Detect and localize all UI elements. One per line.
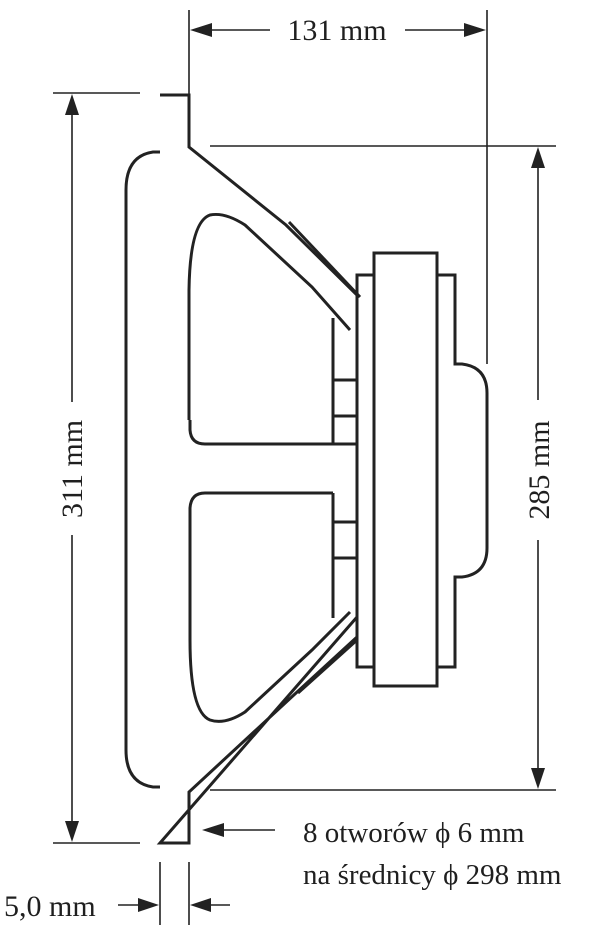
arrow-right-icon bbox=[464, 23, 486, 37]
arrow-left-icon bbox=[190, 23, 212, 37]
arrow-down-icon bbox=[65, 821, 79, 842]
upper-spoke bbox=[287, 220, 362, 299]
lower-spoke bbox=[296, 638, 359, 695]
arrow-right-icon bbox=[138, 898, 159, 912]
arrow-left-icon bbox=[202, 823, 224, 837]
flange-thickness-label: 5,0 mm bbox=[4, 890, 96, 923]
arrow-left-icon bbox=[190, 898, 211, 912]
upper-window-bottom bbox=[188, 420, 333, 446]
dimension-outer-height: 311 mm bbox=[53, 92, 140, 844]
arrow-down-icon bbox=[531, 768, 545, 789]
depth-label: 131 mm bbox=[287, 14, 386, 47]
holes-note-line2: na średnicy ϕ 298 mm bbox=[303, 859, 562, 891]
upper-frame-window bbox=[187, 213, 352, 421]
mounting-flange bbox=[156, 93, 359, 845]
mounting-holes-note: 8 otworów ϕ 6 mm na średnicy ϕ 298 mm bbox=[202, 817, 562, 891]
holes-note-line1: 8 otworów ϕ 6 mm bbox=[303, 817, 525, 849]
dimension-flange-thickness: 5,0 mm bbox=[4, 862, 230, 925]
front-plate bbox=[355, 273, 376, 669]
cone-front-surround bbox=[124, 150, 160, 789]
magnet bbox=[372, 251, 439, 688]
outer-height-label: 311 mm bbox=[56, 420, 89, 518]
mounting-height-label: 285 mm bbox=[523, 420, 556, 519]
back-plate-cap bbox=[437, 273, 489, 669]
dimension-depth: 131 mm bbox=[188, 10, 488, 364]
speaker-drawing bbox=[124, 93, 489, 845]
dimension-mounting-height: 285 mm bbox=[210, 145, 556, 791]
arrow-up-icon bbox=[65, 94, 79, 115]
arrow-up-icon bbox=[531, 147, 545, 168]
coil-former bbox=[331, 318, 357, 618]
lower-frame-window bbox=[188, 491, 352, 723]
